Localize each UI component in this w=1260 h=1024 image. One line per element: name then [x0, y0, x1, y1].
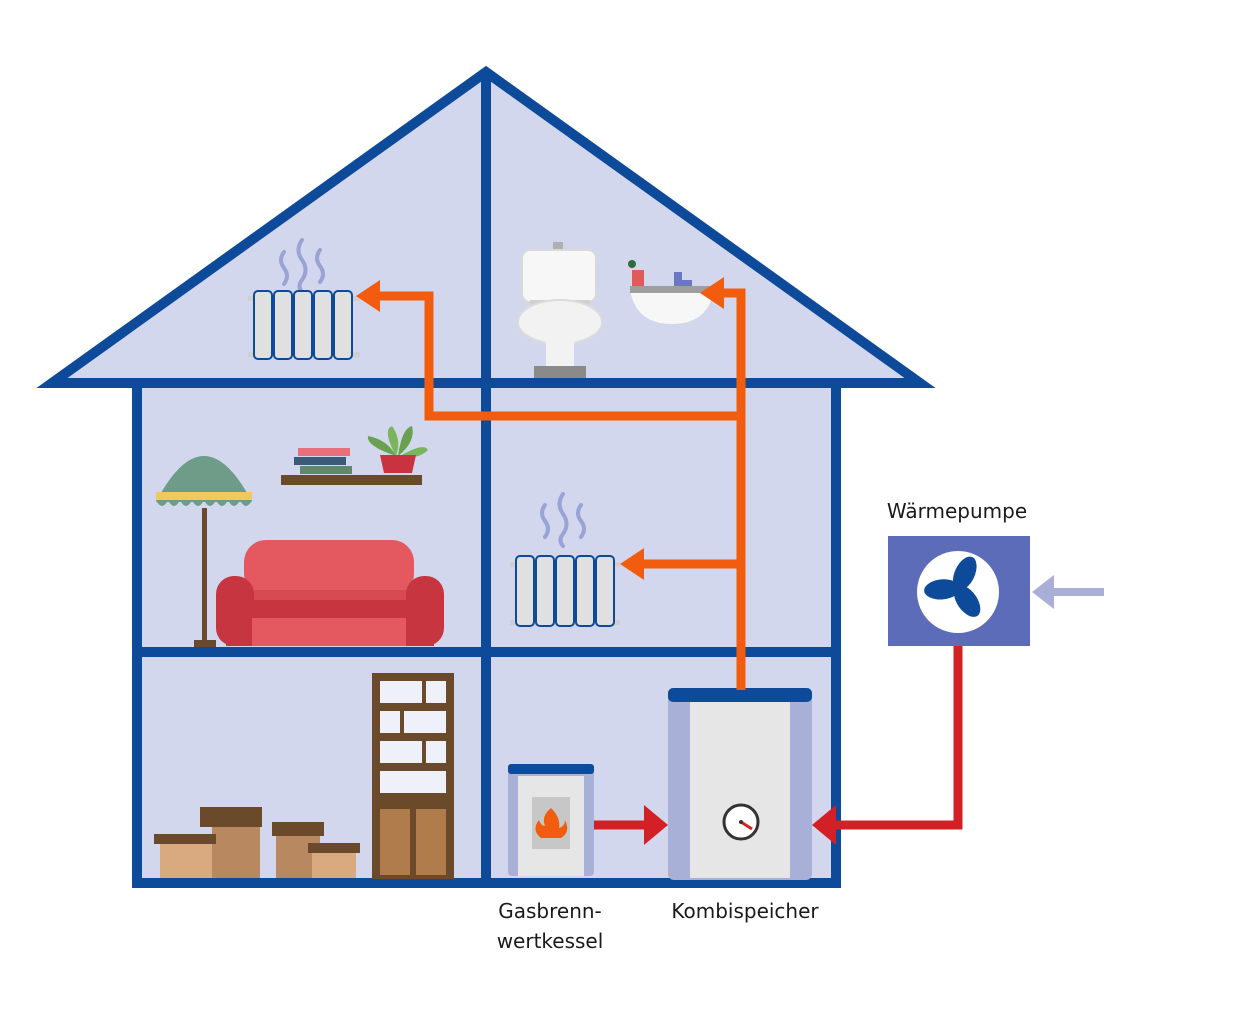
flame-icon: [535, 808, 568, 838]
radiator-attic: [248, 238, 360, 360]
gas-boiler-label-line1: Gasbrenn-: [498, 899, 602, 923]
radiator-icon: [510, 555, 620, 627]
arrow-heatpump-to-storage: [812, 805, 836, 845]
steam-icon: [540, 492, 586, 548]
hot-supply-arrowheads: [356, 277, 724, 580]
steam-icon: [279, 238, 325, 294]
heat-pump: [888, 536, 1030, 646]
gas-boiler: [508, 764, 594, 876]
fan-icon: [924, 556, 981, 617]
arrow-boiler-to-storage: [644, 805, 668, 845]
plant-icon: [367, 426, 428, 473]
hot-supply-pipes: [376, 288, 746, 690]
heat-input-pipes: [594, 646, 963, 830]
arrow-to-first-floor-radiator: [620, 548, 644, 580]
arrow-to-attic-radiator: [356, 280, 380, 312]
books-icon: [294, 448, 352, 474]
gauge-icon: [722, 803, 760, 841]
combi-storage: [668, 688, 812, 880]
gas-boiler-label-line2: wertkessel: [496, 929, 604, 953]
sofa-icon: [216, 540, 444, 646]
heat-input-arrowheads: [644, 805, 836, 845]
box-icon: [154, 807, 360, 878]
sink-icon: [628, 260, 716, 324]
ambient-air-arrow: [1032, 575, 1104, 609]
arrow-to-sink: [700, 277, 724, 309]
radiator-first-floor: [510, 492, 620, 627]
combi-storage-label: Kombispeicher: [671, 899, 819, 923]
shelf-icon: [281, 475, 422, 485]
heat-pump-label: Wärmepumpe: [886, 499, 1028, 523]
toilet-icon: [517, 242, 603, 378]
radiator-icon: [248, 290, 360, 360]
floor-lamp-icon: [156, 456, 252, 647]
bookcase-icon: [372, 673, 454, 879]
gas-boiler-label: Gasbrenn- wertkessel: [470, 896, 630, 956]
